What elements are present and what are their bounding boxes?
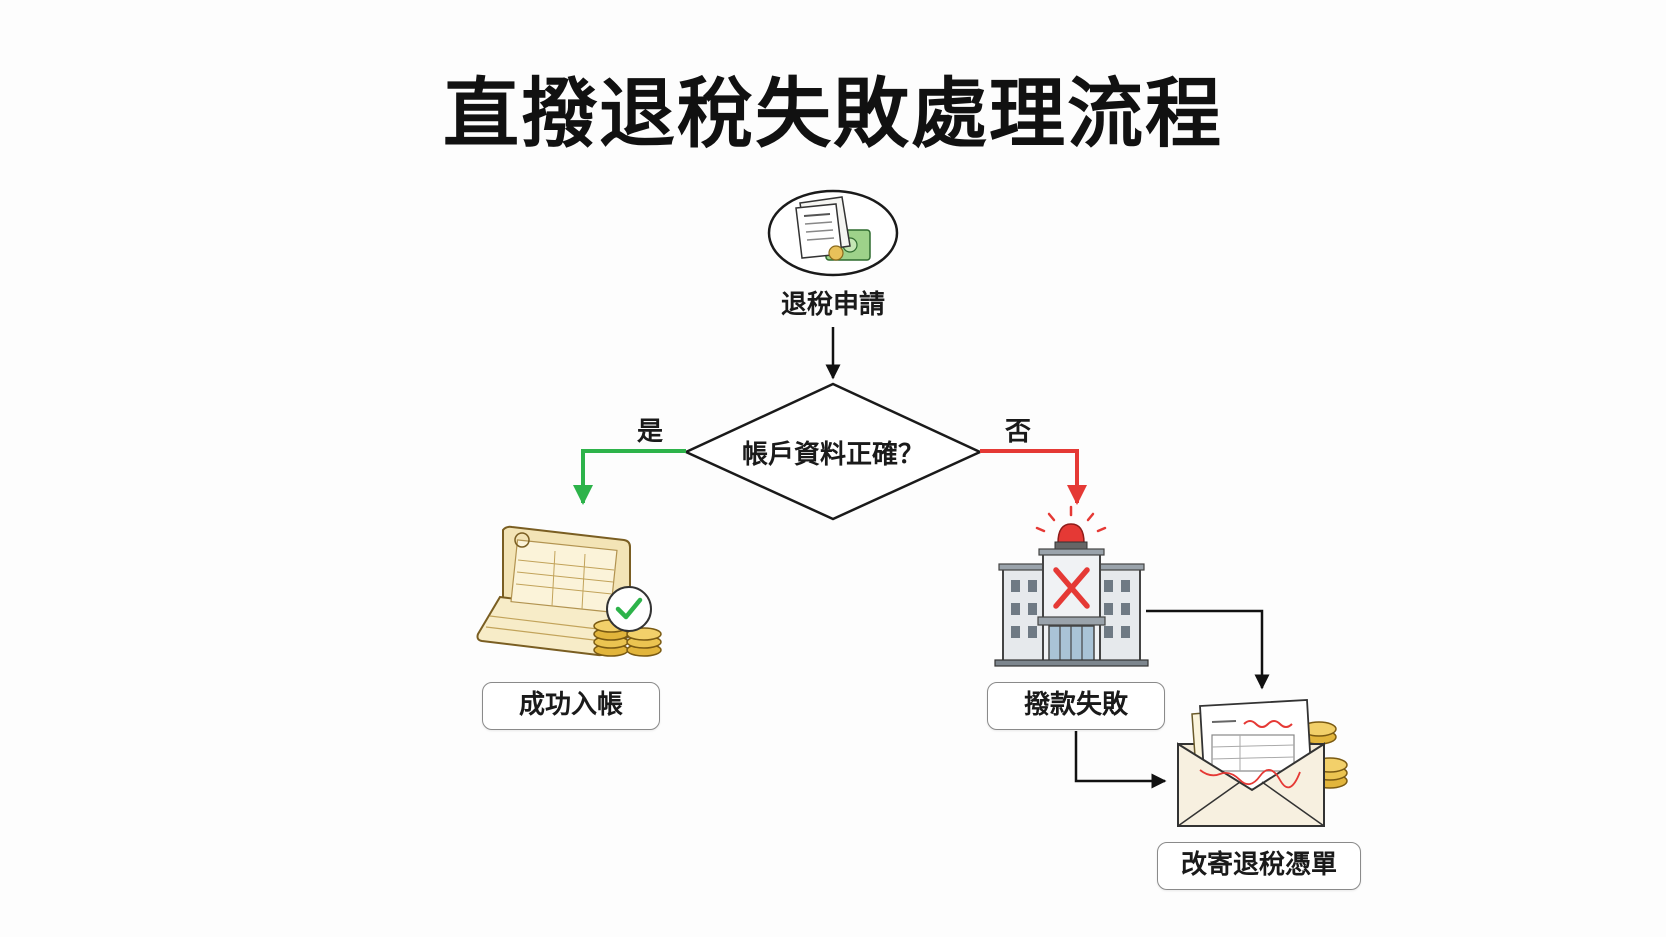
decision-label: 帳戶資料正確？ <box>741 440 924 470</box>
envelope-cheque-coins-icon <box>1177 699 1348 827</box>
no-branch-arrow <box>980 449 1087 505</box>
page-title: 直撥退稅失敗處理流程 <box>443 69 1223 158</box>
decision-diamond <box>683 382 983 521</box>
failure-node-label: 撥款失敗 <box>987 682 1165 730</box>
success-node-label: 成功入帳 <box>482 682 660 730</box>
start-node-label: 退稅申請 <box>780 290 885 320</box>
yes-branch-arrow <box>573 449 686 505</box>
bank-alarm-x-icon <box>994 505 1149 667</box>
arrow-failure-to-cheque-top <box>1146 609 1270 690</box>
cheque-node-label: 改寄退稅憑單 <box>1157 842 1361 890</box>
passbook-coins-check-icon <box>476 525 662 657</box>
yes-branch-label: 是 <box>636 417 663 447</box>
no-branch-label: 否 <box>1004 417 1031 447</box>
tax-document-money-icon <box>767 189 899 277</box>
arrow-failure-to-cheque-bottom <box>1074 731 1167 789</box>
